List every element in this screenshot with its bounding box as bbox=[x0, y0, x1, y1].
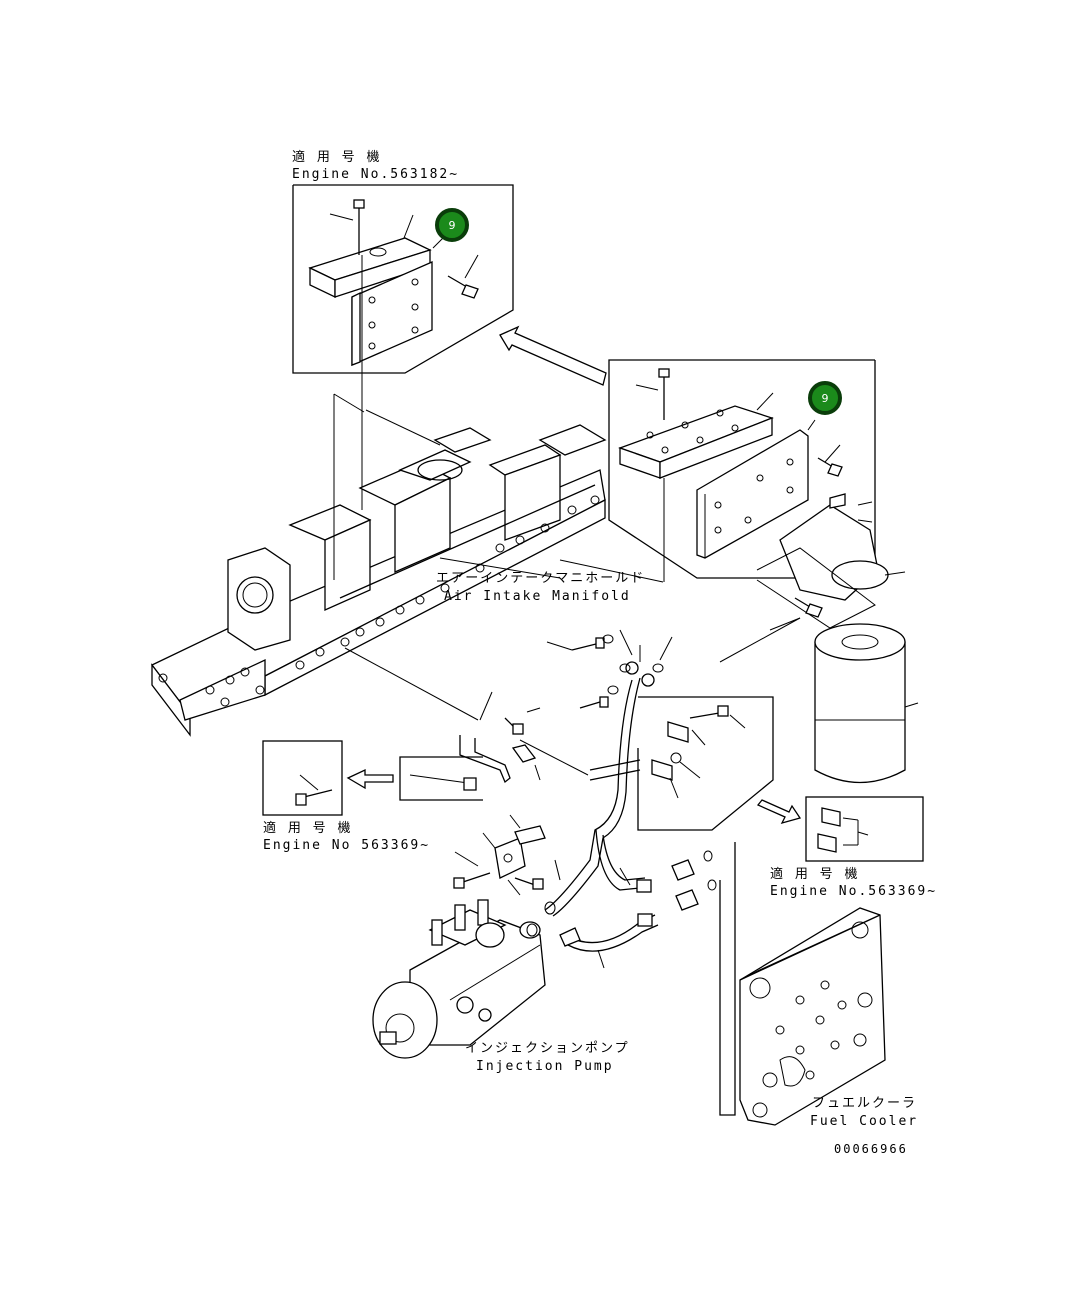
clamp-inset-frame bbox=[637, 696, 774, 831]
right-engine-label: Engine No.563369~ bbox=[770, 884, 938, 899]
drawing-number: 00066966 bbox=[834, 1142, 908, 1156]
bolts-cluster bbox=[546, 629, 673, 709]
pump-bracket bbox=[453, 814, 546, 896]
manifold-label-en: Air Intake Manifold bbox=[444, 589, 631, 604]
left-small-inset-frame bbox=[262, 740, 343, 816]
left-applicable-label-jp: 適 用 号 機 bbox=[263, 821, 353, 836]
top-inset-frame bbox=[292, 184, 514, 510]
top-applicable-label-jp: 適 用 号 機 bbox=[292, 150, 382, 165]
pump-label-jp: インジェクションポンプ bbox=[465, 1041, 630, 1056]
fittings bbox=[526, 850, 717, 969]
right-small-inset-frame bbox=[805, 796, 924, 862]
cooler-label-en: Fuel Cooler bbox=[810, 1114, 919, 1129]
part-callout-9-top[interactable]: 9 bbox=[435, 208, 469, 242]
cooler-label-jp: フュエルクーラ bbox=[812, 1096, 918, 1111]
fuel-cooler bbox=[739, 907, 886, 1126]
top-engine-label: Engine No.563182~ bbox=[292, 167, 460, 182]
pump-label-en: Injection Pump bbox=[476, 1059, 614, 1074]
right-inset-frame bbox=[608, 359, 876, 582]
fuel-filter bbox=[719, 493, 919, 784]
manifold-label-jp: エアーインテークマニホールド bbox=[436, 571, 646, 586]
injection-pump bbox=[372, 899, 546, 1059]
part-callout-9-right[interactable]: 9 bbox=[808, 381, 842, 415]
air-intake-manifold bbox=[151, 393, 664, 737]
left-engine-label: Engine No 563369~ bbox=[263, 838, 431, 853]
right-applicable-label-jp: 適 用 号 機 bbox=[770, 867, 860, 882]
mounting-bracket bbox=[459, 691, 589, 784]
